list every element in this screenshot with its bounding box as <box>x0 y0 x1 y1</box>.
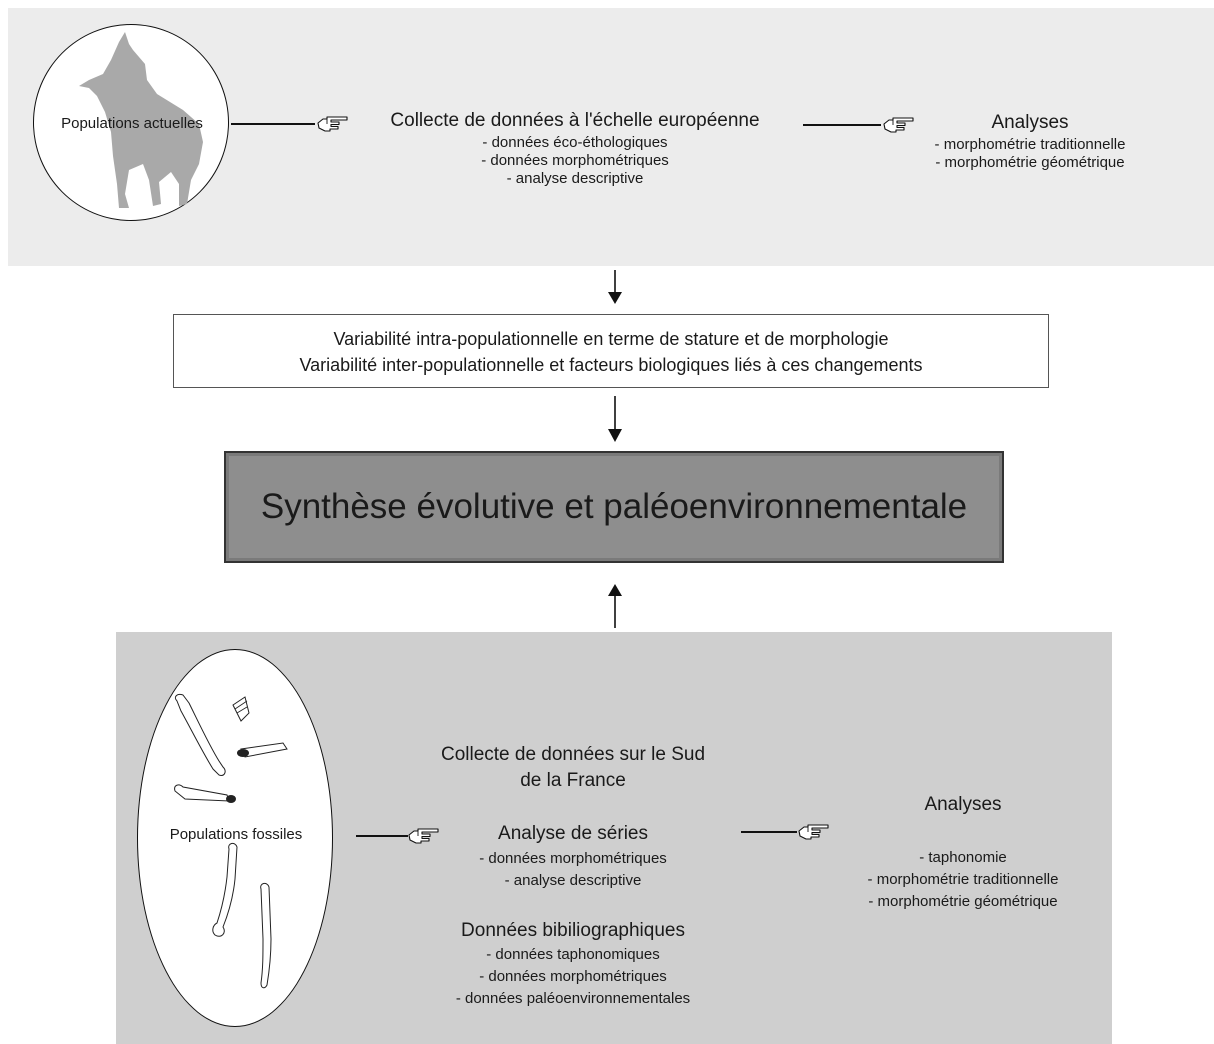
arrow-down-icon <box>608 396 622 442</box>
variability-line: Variabilité intra-populationnelle en ter… <box>333 329 889 349</box>
analyses-item: - morphométrie géométrique <box>935 154 1125 171</box>
series-item: - analyse descriptive <box>504 872 642 889</box>
analyses-title: Analyses <box>924 794 1002 815</box>
analyses-item: - morphométrie traditionnelle <box>934 136 1126 153</box>
biblio-title: Données bibiliographiques <box>461 920 685 941</box>
south-france-data-collection: Collecte de données sur le Sud de la Fra… <box>405 742 741 794</box>
wolf-icon <box>79 32 203 208</box>
pointing-hand-icon <box>317 116 348 132</box>
european-data-collection: Collecte de données à l'échelle européen… <box>355 110 795 188</box>
bibliographic-data: Données bibiliographiques - données taph… <box>405 920 741 1010</box>
analyses-title: Analyses <box>991 112 1069 133</box>
fossil-bones-icon <box>174 694 288 989</box>
connector-line <box>356 835 408 837</box>
biblio-item: - données paléoenvironnementales <box>455 990 691 1007</box>
collection-item: - analyse descriptive <box>506 170 644 187</box>
synthesis-title: Synthèse évolutive et paléoenvironnement… <box>260 487 968 526</box>
fossil-analyses: Analyses - taphonomie - morphométrie tra… <box>832 794 1094 913</box>
series-analysis: Analyse de séries - données morphométriq… <box>405 823 741 892</box>
collection-title-line: Collecte de données sur le Sud <box>440 744 706 765</box>
analyses-item: - morphométrie géométrique <box>868 893 1058 910</box>
biblio-item: - données morphométriques <box>479 968 667 985</box>
collection-title: Collecte de données à l'échelle européen… <box>390 110 760 131</box>
collection-item: - données morphométriques <box>481 152 669 169</box>
fossil-populations-ellipse: Populations fossiles <box>137 649 333 1027</box>
variability-box: Variabilité intra-populationnelle en ter… <box>173 314 1049 388</box>
arrow-up-icon <box>608 584 622 628</box>
arrow-down-icon <box>608 270 622 304</box>
analyses-item: - taphonomie <box>919 849 1007 866</box>
series-title: Analyse de séries <box>498 823 648 844</box>
synthesis-box: Synthèse évolutive et paléoenvironnement… <box>224 451 1004 563</box>
collection-title-line: de la France <box>520 770 626 791</box>
collection-item: - données éco-éthologiques <box>482 134 668 151</box>
biblio-item: - données taphonomiques <box>486 946 660 963</box>
pointing-hand-icon <box>798 824 829 840</box>
fossil-populations-label: Populations fossiles <box>169 826 303 843</box>
series-item: - données morphométriques <box>479 850 667 867</box>
variability-line: Variabilité inter-populationnelle et fac… <box>299 355 923 375</box>
current-populations-ellipse: Populations actuelles <box>33 24 229 221</box>
analyses-item: - morphométrie traditionnelle <box>867 871 1059 888</box>
current-analyses: Analyses - morphométrie traditionnelle -… <box>895 112 1165 172</box>
connector-line <box>741 831 797 833</box>
connector-line <box>231 123 315 125</box>
current-populations-label: Populations actuelles <box>61 115 203 132</box>
connector-line <box>803 124 881 126</box>
